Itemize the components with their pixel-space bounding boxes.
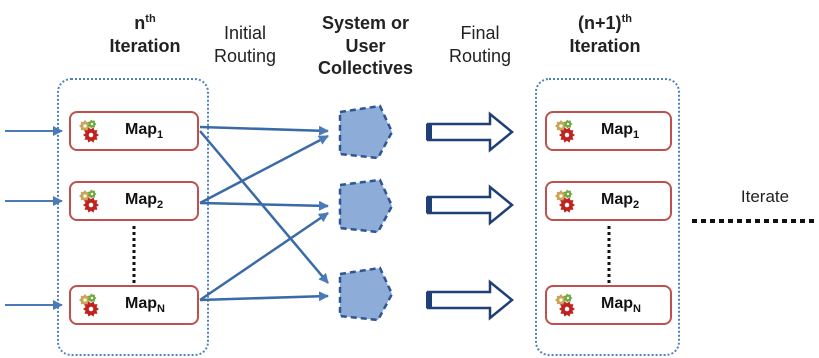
header-n1-iteration: (n+1)th Iteration xyxy=(569,13,641,56)
map-label: Map2 xyxy=(125,191,164,212)
hollow-arrow-1 xyxy=(426,111,514,153)
map-label: Map1 xyxy=(125,121,164,142)
hollow-arrow-tails xyxy=(426,124,432,308)
collective-pentagon-2 xyxy=(338,178,394,234)
gear-cluster-icon xyxy=(555,119,575,143)
hollow-arrow-3 xyxy=(426,279,514,321)
gear-cluster-icon xyxy=(79,189,99,213)
nth-iteration-group xyxy=(57,78,209,356)
header-collectives: System or User Collectives xyxy=(317,13,414,78)
map-label: MapN xyxy=(601,295,641,316)
gear-cluster-icon xyxy=(79,293,99,317)
hollow-arrow-2 xyxy=(426,184,514,226)
route-n-2 xyxy=(199,211,329,302)
final-routing-arrows xyxy=(426,111,514,321)
route-2-1 xyxy=(199,134,329,205)
n1-iteration-group xyxy=(535,78,680,356)
header-final-routing: Final Routing xyxy=(448,23,512,66)
collectives xyxy=(338,104,394,322)
route-2-2 xyxy=(199,200,329,211)
map-label: MapN xyxy=(125,295,165,316)
header-initial-routing: Initial Routing xyxy=(213,23,277,66)
gear-cluster-icon xyxy=(79,119,99,143)
route-1-3 xyxy=(199,130,329,284)
map-label: Map2 xyxy=(601,191,640,212)
collective-pentagon-3 xyxy=(338,266,394,322)
header-nth-iteration: nth Iteration xyxy=(109,13,181,56)
route-1-1 xyxy=(199,125,329,136)
map-label: Map1 xyxy=(601,121,640,142)
iterate-label: Iterate xyxy=(740,187,790,206)
collective-pentagon-1 xyxy=(338,104,394,160)
initial-routing-arrows xyxy=(199,125,329,302)
gear-cluster-icon xyxy=(555,293,575,317)
gear-cluster-icon xyxy=(555,189,575,213)
route-n-3 xyxy=(199,291,329,302)
